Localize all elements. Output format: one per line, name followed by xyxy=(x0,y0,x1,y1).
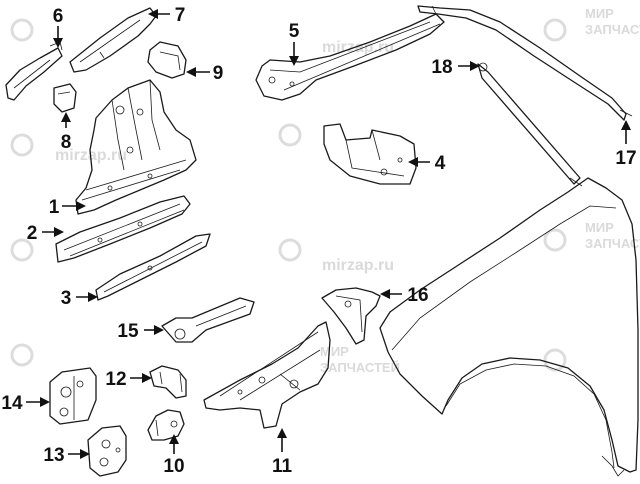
callout-8: 8 xyxy=(61,132,72,153)
watermark-line1-b: МИР xyxy=(585,220,614,235)
callout-2: 2 xyxy=(27,223,38,244)
callout-14: 14 xyxy=(1,393,23,414)
watermark-site-2: mirzap.ru xyxy=(322,257,394,274)
callout-9: 9 xyxy=(213,63,224,84)
watermark: mirzap.ru mirzap.ru mirzap.ru МИР ЗАПЧАС… xyxy=(10,6,640,375)
callout-4: 4 xyxy=(435,153,446,174)
callout-10: 10 xyxy=(163,456,184,477)
callout-11: 11 xyxy=(272,456,293,477)
watermark-line2-b: ЗАПЧАСТЕЙ xyxy=(585,236,640,251)
callout-18: 18 xyxy=(431,57,452,78)
part-15-bracket xyxy=(161,297,255,343)
callout-3: 3 xyxy=(61,288,72,309)
callout-5: 5 xyxy=(289,21,300,42)
callout-7: 7 xyxy=(175,5,186,26)
watermark-site-1: mirzap.ru xyxy=(322,39,394,56)
callout-13: 13 xyxy=(43,445,64,466)
fender-panel xyxy=(379,177,639,477)
watermark-line2-a: ЗАПЧАСТЕЙ xyxy=(585,22,640,37)
part-16-bracket xyxy=(321,287,381,345)
watermark-logo-left xyxy=(10,18,567,372)
callout-15: 15 xyxy=(117,321,139,342)
callout-1: 1 xyxy=(49,197,60,218)
part-11-apron-lower xyxy=(203,321,331,429)
part-12-bracket xyxy=(149,365,187,399)
watermark-line1-c: МИР xyxy=(320,344,349,359)
part-5-upper-member xyxy=(255,13,445,101)
callout-12: 12 xyxy=(105,369,126,390)
part-7-reinforcement xyxy=(69,7,157,73)
part-18-strut-rod xyxy=(477,62,583,187)
part-3-lower-rail xyxy=(95,233,211,301)
callout-16: 16 xyxy=(407,285,428,306)
part-14-plate xyxy=(49,367,97,425)
callout-6: 6 xyxy=(53,6,64,27)
part-13-plate xyxy=(87,425,127,477)
part-10-bracket xyxy=(147,409,185,441)
part-8-plate xyxy=(53,83,77,113)
watermark-line2-c: ЗАПЧАСТЕЙ xyxy=(320,360,400,375)
part-1-apron-assembly xyxy=(75,79,197,215)
part-9-gusset xyxy=(147,41,187,79)
callout-17: 17 xyxy=(615,148,636,169)
watermark-line1-a: МИР xyxy=(585,6,614,21)
part-4-bracket xyxy=(323,123,417,185)
leader-lines xyxy=(26,9,631,459)
part-17-seal-strip xyxy=(417,5,633,121)
part-2-rail xyxy=(55,195,191,263)
